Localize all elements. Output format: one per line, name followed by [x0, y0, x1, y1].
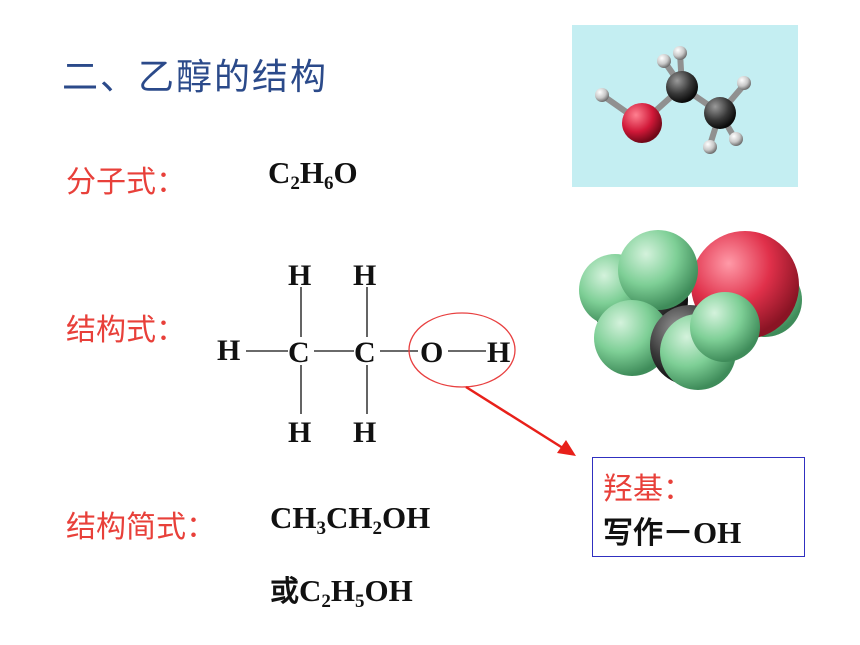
simplified-formula: CH3CH2OH: [270, 500, 431, 539]
hydroxyl-callout-box: 羟基： 写作－OH: [592, 457, 805, 557]
atom-h-top-2: H: [353, 259, 376, 292]
atom-h-top-1: H: [288, 259, 311, 292]
hydroxyl-highlight-circle: [408, 312, 516, 388]
structural-formula-label: 结构式：: [66, 313, 186, 348]
atom-h-left: H: [217, 334, 240, 367]
space-filling-model: [579, 230, 802, 390]
atom-c2: C: [354, 336, 376, 369]
ball-and-stick-image: [595, 46, 751, 154]
ball-and-stick-model: [572, 25, 798, 187]
molecular-formula-label: 分子式：: [66, 165, 186, 200]
atom-h-bottom-2: H: [353, 416, 376, 449]
simplified-formula-label: 结构简式：: [66, 510, 216, 545]
hydroxyl-arrow-line: [465, 385, 567, 452]
simplified-formula-alt: 或C2H5OH: [270, 573, 413, 612]
hydroxyl-arrow-head: [557, 440, 576, 456]
hydroxyl-title: 羟基：: [603, 472, 693, 507]
atom-h-bottom-1: H: [288, 416, 311, 449]
atom-o: O: [420, 336, 443, 369]
atom-c1: C: [288, 336, 310, 369]
hydroxyl-description: 写作－OH: [603, 515, 742, 551]
atom-h-right: H: [487, 336, 510, 369]
slide-title: 二、乙醇的结构: [62, 57, 329, 98]
molecular-formula: C2H6O: [268, 155, 358, 194]
